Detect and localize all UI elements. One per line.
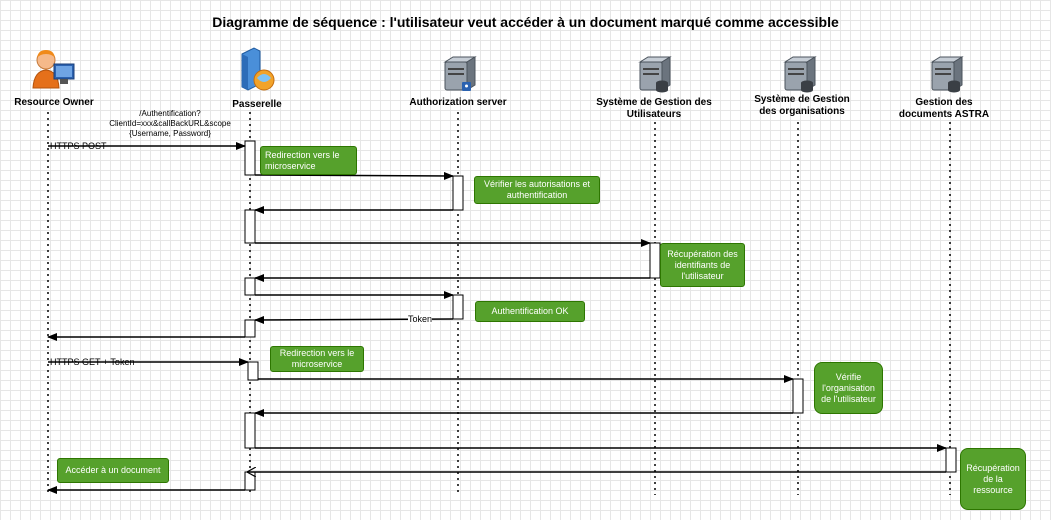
- actor-label-users: Système de Gestion des Utilisateurs: [596, 97, 712, 120]
- note-auth-ok: Authentification OK: [475, 301, 585, 322]
- message-https-post: HTTPS POST: [50, 141, 107, 151]
- note-redirect-2: Redirection vers le microservice: [270, 346, 364, 372]
- activation-auth-2: [452, 294, 464, 320]
- database-server-icon: [638, 56, 672, 93]
- note-fetch-identifiers: Récupération des identifiants de l'utili…: [660, 243, 745, 287]
- activation-gateway-3: [244, 277, 256, 296]
- activation-gateway-6: [244, 412, 256, 449]
- activation-gateway-7: [244, 471, 256, 491]
- actor-label-gateway: Passerelle: [232, 99, 282, 110]
- arrow-gateway-to-auth-1: [254, 171, 454, 180]
- message-token: Token: [408, 314, 433, 324]
- activation-orgs-1: [792, 378, 804, 414]
- activation-users-1: [649, 242, 661, 279]
- message-https-get: HTTPS GET + Token: [50, 357, 135, 367]
- database-server-icon: [783, 56, 817, 93]
- actor-label-owner: Resource Owner: [14, 97, 94, 108]
- diagram-title: Diagramme de séquence : l'utilisateur ve…: [212, 14, 839, 30]
- actor-label-auth: Authorization server: [409, 97, 507, 108]
- activation-gateway-1: [244, 140, 256, 176]
- activation-gateway-4: [244, 319, 256, 338]
- note-verify-auth: Vérifier les autorisations et authentifi…: [474, 176, 600, 204]
- activation-gateway-2: [244, 209, 256, 244]
- actor-label-docs: Gestion des documents ASTRA: [898, 97, 990, 120]
- note-redirect-1: Redirection vers le microservice: [260, 146, 357, 175]
- note-fetch-resource: Récupération de la ressource: [960, 448, 1026, 510]
- note-access-document: Accéder à un document: [57, 458, 169, 483]
- activation-docs-1: [945, 447, 957, 473]
- activation-auth-1: [452, 175, 464, 211]
- secure-server-icon: [443, 56, 477, 91]
- note-verify-org: Vérifie l'organisation de l'utilisateur: [814, 362, 883, 414]
- gateway-server-icon: [241, 47, 275, 91]
- message-auth-request: /Authentification? ClientId=xxx&callBack…: [109, 109, 231, 138]
- user-icon: [32, 50, 75, 89]
- actor-label-orgs: Système de Gestion des organisations: [754, 94, 850, 117]
- database-server-icon: [930, 56, 964, 93]
- activation-gateway-5: [247, 361, 259, 381]
